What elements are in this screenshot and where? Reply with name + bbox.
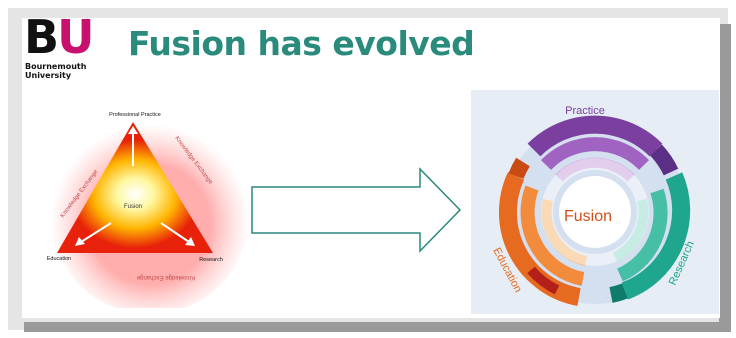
diagram-top-label: Professional Practice bbox=[109, 112, 161, 118]
logo-name-text: Bournemouth University bbox=[25, 62, 87, 80]
edge-bottom-label: Knowledge Exchange bbox=[136, 274, 195, 280]
fusion-triangle-diagram: Professional Practice Education Research… bbox=[47, 112, 250, 308]
diagram-left-label: Education bbox=[47, 256, 71, 262]
slide-header bbox=[22, 18, 708, 90]
logo-letter-b: B bbox=[24, 10, 59, 64]
right-arrow-icon bbox=[251, 167, 462, 253]
arrow-left-head bbox=[75, 237, 85, 246]
diagram-right-label: Research bbox=[199, 257, 223, 263]
arrow-left bbox=[80, 222, 112, 243]
arrow-top-head bbox=[128, 126, 138, 134]
fusion-wheel-diagram: Fusion Practice Education Research bbox=[471, 90, 719, 314]
bu-logo: BU bbox=[24, 14, 94, 60]
wheel-label-practice: Practice bbox=[565, 105, 605, 117]
logo-letter-u: U bbox=[57, 10, 94, 64]
slide-title: Fusion has evolved bbox=[128, 24, 475, 63]
arrow-right bbox=[160, 222, 190, 243]
fusion-triangle bbox=[57, 122, 213, 253]
logo-university-name: Bournemouth University bbox=[25, 62, 95, 80]
diagram-center-label: Fusion bbox=[124, 204, 142, 210]
frame-shadow-bottom bbox=[24, 322, 731, 332]
arrow-right-head bbox=[185, 237, 195, 246]
frame-shadow-right bbox=[719, 24, 731, 330]
edge-bottom-text: Knowledge Exchange bbox=[136, 274, 195, 280]
wheel-center-label: Fusion bbox=[564, 208, 612, 225]
